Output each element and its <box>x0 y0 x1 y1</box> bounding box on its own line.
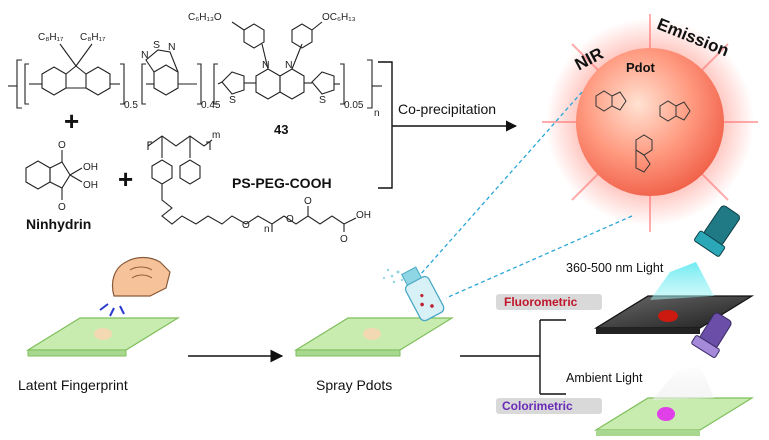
spray-plate <box>293 317 455 357</box>
pdot-particle <box>542 14 758 232</box>
polymer-43-structure <box>8 21 382 109</box>
ps-peg-structure <box>147 135 357 232</box>
ninhydrin-oh-1: OH <box>83 162 98 173</box>
oc6h13-label-left: C₆H₁₃O <box>188 12 222 23</box>
branch-connector <box>460 319 566 395</box>
zoom-lines <box>411 91 633 299</box>
ratio-0-45: 0.45 <box>201 100 221 111</box>
benzothiadiazole-n1: N <box>141 49 149 61</box>
encapsulated-ninhydrin <box>595 90 691 173</box>
plus-sign-1: + <box>64 106 79 136</box>
ester-o: O <box>304 196 312 207</box>
spray-pdots-label: Spray Pdots <box>316 377 392 393</box>
quinoxaline-n2: N <box>285 59 293 71</box>
colorimetric-label: Colorimetric <box>502 399 573 413</box>
ninhydrin-o-bottom: O <box>58 202 66 213</box>
peg-n-label: n <box>264 224 270 235</box>
peg-o-2: O <box>286 214 294 225</box>
finger-icon <box>99 256 171 317</box>
latent-plate <box>25 317 181 357</box>
co-precipitation-bracket <box>378 61 518 189</box>
ninhydrin-atoms: O O OH OH <box>58 140 98 213</box>
colorimetric-plate <box>593 397 755 436</box>
c8h17-label-a: C₈H₁₇ <box>38 32 64 43</box>
co-precipitation-label: Co-precipitation <box>398 101 496 117</box>
oc6h13-label-right: OC₆H₁₃ <box>322 12 356 23</box>
ps-peg-label: PS-PEG-COOH <box>232 175 332 191</box>
latent-fingerprint-label: Latent Fingerprint <box>18 377 128 393</box>
polymer-number: 43 <box>274 122 288 137</box>
ninhydrin-label: Ninhydrin <box>26 216 91 232</box>
pdot-label: Pdot <box>626 60 656 75</box>
c8h17-label-b: C₈H₁₇ <box>80 32 106 43</box>
acid-oh: OH <box>356 210 371 221</box>
ninhydrin-oh-2: OH <box>83 180 98 191</box>
uv-flashlight-icon <box>650 205 741 300</box>
ps-m-label: m <box>212 130 220 141</box>
ratio-0-05: 0.05 <box>344 100 364 111</box>
thiophene-s-right: S <box>319 94 326 106</box>
ambient-flashlight-icon <box>652 312 732 400</box>
benzothiadiazole-n2: N <box>168 41 176 53</box>
ninhydrin-structure <box>25 150 83 200</box>
polymer-atom-labels: N S N S S N N <box>141 39 326 106</box>
thiophene-s-left: S <box>229 94 236 106</box>
benzothiadiazole-s: S <box>153 39 160 51</box>
peg-o-1: O <box>242 220 250 231</box>
fluorometric-label: Fluorometric <box>504 295 578 309</box>
spray-mist <box>382 268 404 284</box>
ambient-light-label: Ambient Light <box>566 371 643 385</box>
colorimetric-banner <box>496 398 602 414</box>
spray-bottle-icon <box>382 266 445 322</box>
fluorometric-banner <box>496 294 602 310</box>
ratio-n: n <box>374 108 380 119</box>
ratio-0-5: 0.5 <box>124 100 138 111</box>
uv-light-label: 360-500 nm Light <box>566 261 664 275</box>
plus-sign-2: + <box>118 164 133 194</box>
ps-peg-atoms: m n O O O O OH <box>212 130 371 245</box>
quinoxaline-n1: N <box>262 59 270 71</box>
polymer-substituents: C₈H₁₇ C₈H₁₇ C₆H₁₃O OC₆H₁₃ 0.5 0.45 0.05 … <box>38 12 380 119</box>
ninhydrin-o-top: O <box>58 140 66 151</box>
acid-o: O <box>340 234 348 245</box>
